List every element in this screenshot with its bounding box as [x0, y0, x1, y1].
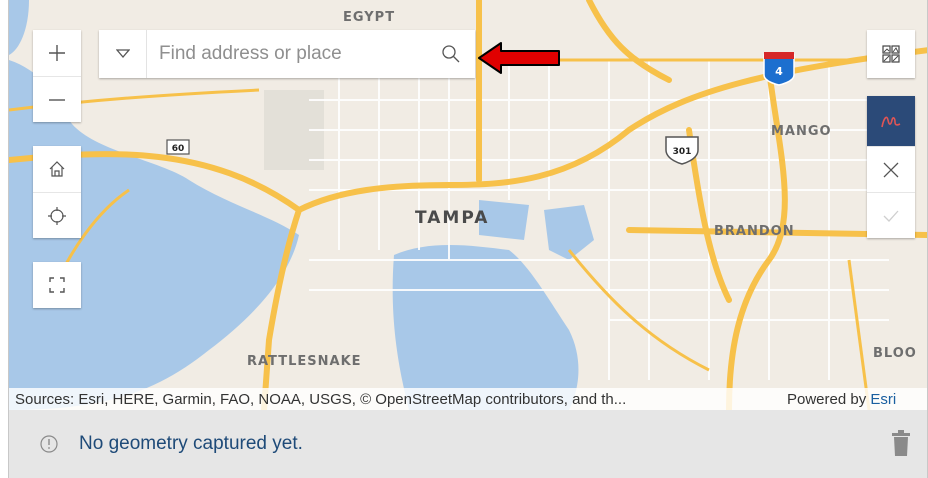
powered-by-text: Powered by	[787, 390, 867, 408]
complete-sketch-button[interactable]	[867, 192, 915, 238]
map-attribution: Sources: Esri, HERE, Garmin, FAO, NOAA, …	[9, 388, 927, 410]
esri-link[interactable]: Esri	[870, 390, 897, 408]
basemap-control	[867, 30, 915, 78]
bay-water	[9, 60, 299, 410]
street-grid	[309, 60, 889, 380]
svg-text:4: 4	[775, 65, 783, 78]
annotation-arrow-icon	[478, 42, 560, 74]
zoom-out-button[interactable]	[33, 76, 81, 122]
freehand-line-icon	[881, 116, 901, 128]
map-widget: 4 301 60 EGYPT MANGO TAMPA BRANDON RATTL…	[8, 0, 928, 478]
place-label-rattlesnake: RATTLESNAKE	[247, 354, 362, 369]
zoom-controls	[33, 30, 81, 122]
info-icon	[40, 435, 58, 453]
locate-icon	[48, 206, 66, 225]
place-label-brandon: BRANDON	[714, 224, 795, 239]
basemap: 4 301 60	[9, 0, 927, 410]
channel-2	[544, 205, 594, 260]
place-label-tampa: TAMPA	[415, 208, 490, 228]
home-icon	[49, 161, 65, 177]
nav-controls	[33, 146, 81, 238]
fullscreen-control	[33, 262, 81, 308]
fullscreen-icon	[49, 277, 65, 293]
hillsborough-bay	[392, 245, 579, 410]
locate-button[interactable]	[33, 192, 81, 238]
place-label-mango: MANGO	[771, 124, 832, 139]
basemap-gallery-icon	[882, 45, 900, 63]
search-source-dropdown[interactable]	[99, 30, 147, 78]
status-message: No geometry captured yet.	[79, 433, 303, 454]
sr-60-shield: 60	[166, 139, 190, 155]
powered-by: Powered by Esri	[787, 391, 896, 408]
map-view[interactable]: 4 301 60 EGYPT MANGO TAMPA BRANDON RATTL…	[9, 0, 927, 410]
cancel-sketch-button[interactable]	[867, 146, 915, 192]
search-input[interactable]	[147, 31, 427, 77]
plus-icon	[49, 45, 65, 61]
bay-water-north	[9, 0, 29, 55]
search-widget	[99, 30, 475, 78]
us-301-shield: 301	[665, 136, 699, 165]
search-icon	[442, 45, 460, 63]
sketch-controls	[867, 96, 915, 238]
interstate-4-shield: 4	[763, 52, 795, 86]
svg-text:301: 301	[673, 147, 692, 157]
svg-text:60: 60	[172, 144, 185, 154]
home-button[interactable]	[33, 146, 81, 192]
status-bar: No geometry captured yet.	[9, 410, 927, 478]
lake	[404, 285, 434, 335]
channel-1	[479, 200, 529, 240]
basemap-gallery-button[interactable]	[867, 30, 915, 78]
caret-down-icon	[115, 49, 130, 58]
attribution-sources: Sources: Esri, HERE, Garmin, FAO, NOAA, …	[15, 390, 627, 408]
delete-geometry-button[interactable]	[891, 430, 911, 461]
close-icon	[883, 162, 899, 177]
place-label-bloo: BLOO	[873, 346, 917, 361]
place-label-egypt: EGYPT	[343, 10, 396, 25]
minus-icon	[49, 98, 65, 101]
trash-icon	[892, 430, 910, 456]
zoom-in-button[interactable]	[33, 30, 81, 76]
freehand-draw-button[interactable]	[867, 96, 915, 146]
search-button[interactable]	[427, 30, 475, 78]
checkmark-icon	[883, 210, 899, 222]
fullscreen-button[interactable]	[33, 262, 81, 308]
